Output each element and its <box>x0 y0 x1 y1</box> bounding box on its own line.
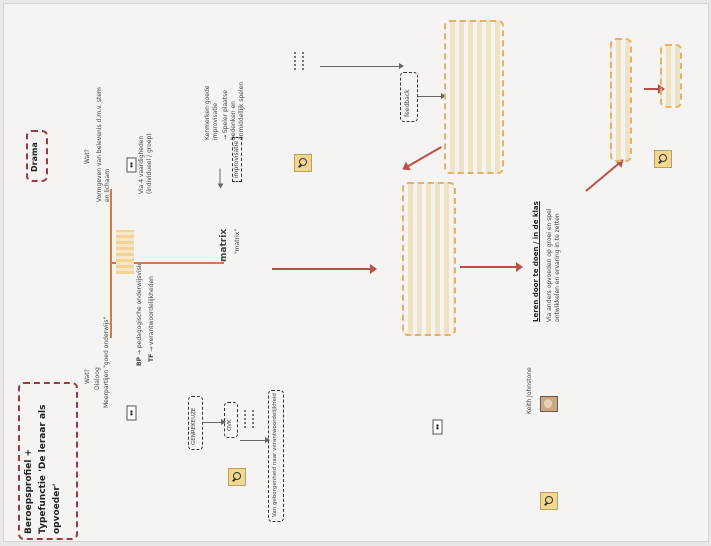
magnifier-icon <box>228 468 246 486</box>
left-dialoog: Dialoog <box>94 367 101 390</box>
ovk-label: OVK <box>227 419 233 431</box>
genrekeuze-label: GENREKEUZE <box>191 407 197 445</box>
bp-label: BP → pedagogische onderwijsvisie <box>136 261 143 366</box>
matrix-caption: "matrix" <box>234 228 241 254</box>
drama-box: Drama <box>26 130 48 182</box>
matrix-label: matrix <box>219 228 229 262</box>
speler-line-1: → Speler plaatse <box>222 90 229 140</box>
arrow-main-1 <box>272 264 377 274</box>
title-line-1: Beroepsprofiel + <box>24 448 34 534</box>
arrow-improv <box>219 168 221 185</box>
vorm-line-1: Vormgeven van belevenis d.m.v. stem <box>96 87 103 202</box>
genrekeuze-box: GENREKEUZE <box>188 396 203 450</box>
speler-line-2: bedenken en <box>230 101 237 140</box>
left-wat: Wat? <box>84 369 91 384</box>
scanned-page: Beroepsprofiel + Typefunctie 'De leraar … <box>3 3 709 542</box>
chip-icon: ▪▪ <box>126 405 137 421</box>
veiligheid-box: Van geborgenheid naar verantwoordelijkhe… <box>268 390 284 522</box>
orange-bracket-stem <box>112 262 224 264</box>
vaardigheden-line-2: (individueel / groep) <box>146 133 153 194</box>
magnifier-icon <box>540 492 558 510</box>
arrow-orange-small <box>644 84 665 94</box>
ovk-box: OVK <box>224 402 238 438</box>
kenmerken: Kenmerken goede <box>204 85 211 140</box>
squiggle-icon <box>244 410 254 428</box>
keith-quote-bold: Leren door te doen / in de klas <box>532 201 540 322</box>
photo-icon <box>540 396 558 412</box>
arrow-dots-feedback <box>320 63 404 69</box>
central-orange-box <box>402 182 456 336</box>
arrow-ovk-veiligheid <box>240 437 270 443</box>
speler-line-3: onmiddellijk spelen <box>238 81 245 140</box>
small-orange-box-1 <box>610 38 632 162</box>
veiligheid-label: Van geborgenheid naar verantwoordelijkhe… <box>272 393 278 517</box>
chip-icon: ▪▪ <box>126 157 137 173</box>
vaardigheden-line-1: Via 4 vaardigheden <box>138 135 145 194</box>
feedback-box: feedback <box>400 72 418 122</box>
kenmerken-2: improvisatie <box>212 102 219 140</box>
orange-stripe <box>116 230 134 274</box>
tf-label: TF → verantwoordelijkheden <box>148 276 155 362</box>
magnifier-icon <box>654 150 672 168</box>
small-orange-box-2 <box>660 44 682 108</box>
feedback-label: feedback <box>404 89 411 117</box>
arrow-genre-ovk <box>202 419 226 425</box>
keith-quote-2: ontwikkelen en ervaring in te zetten <box>554 213 561 322</box>
dots-icon <box>294 52 304 70</box>
top-wat: Wat? <box>84 149 91 164</box>
keith-quote-1: Via anders opvoeden op groei en spel <box>546 208 553 322</box>
drama-label: Drama <box>30 142 39 172</box>
title-box: Beroepsprofiel + Typefunctie 'De leraar … <box>18 382 78 540</box>
diagram-frame <box>72 92 692 532</box>
arrow-feedback-orange <box>418 93 446 99</box>
orange-bracket-spine <box>110 207 112 320</box>
right-orange-box <box>444 20 504 174</box>
keith-name: Keith Johnstone <box>526 367 533 414</box>
magnifier-icon <box>294 154 312 172</box>
chip-icon: ▪▪ <box>432 419 443 435</box>
improvisatie-label: improvisatie <box>232 136 242 182</box>
title-line-3: opvoeder' <box>52 483 62 534</box>
arrow-main-2 <box>460 262 523 272</box>
title-line-2: Typefunctie 'De leraar als <box>38 404 48 535</box>
